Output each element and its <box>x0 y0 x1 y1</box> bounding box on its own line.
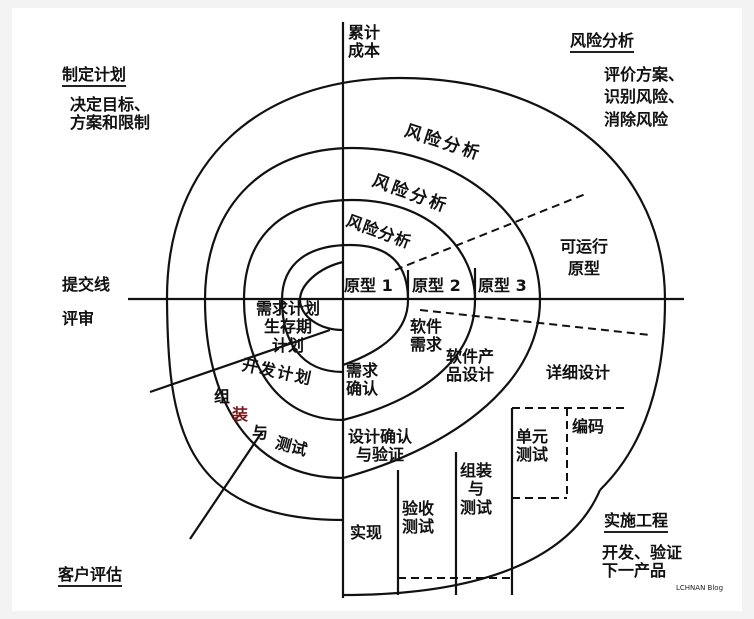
assembly-plan-2: 装 <box>232 405 249 424</box>
quadrant-plan-title: 制定计划 <box>62 65 127 88</box>
axis-top-label: 累计 成本 <box>348 23 381 61</box>
customer-evaluation-label: 客户评估 <box>58 565 123 588</box>
evaluation-line-2 <box>149 328 331 394</box>
axis-left-label-top: 提交线 <box>62 275 111 294</box>
quadrant-engineering-title: 实施工程 <box>604 511 669 534</box>
spiral-ring-outer <box>165 76 667 522</box>
spiral-ring-inner <box>280 243 410 374</box>
requirements-confirmation: 需求 确认 <box>346 361 379 399</box>
axis-left-label-bottom: 评审 <box>62 309 95 328</box>
prototype-2: 原型 2 <box>412 276 461 295</box>
coding: 编码 <box>572 417 605 436</box>
watermark: LCHNAN Blog <box>676 584 724 592</box>
quadrant-plan-text: 决定目标、 方案和限制 <box>70 95 151 133</box>
evaluation-line-1 <box>189 431 263 540</box>
design-verification: 设计确认 与验证 <box>348 427 413 465</box>
implementation: 实现 <box>350 523 383 542</box>
spiral-ring-second <box>242 198 477 422</box>
assembly-plan-3: 与 <box>252 423 269 442</box>
spiral-start <box>298 260 344 332</box>
prototype-1: 原型 1 <box>344 276 393 295</box>
quadrant-risk-title: 风险分析 <box>570 31 635 54</box>
assembly-plan-1: 组 <box>214 387 231 406</box>
prototype-3: 原型 3 <box>478 276 527 295</box>
quadrant-engineering-text: 开发、验证 下一产品 <box>602 543 683 581</box>
detailed-design: 详细设计 <box>546 363 611 382</box>
diagram-sheet <box>12 8 742 611</box>
quadrant-risk-text: 评价方案、 识别风险、 消除风险 <box>604 65 685 129</box>
product-design: 软件产 品设计 <box>446 347 495 385</box>
runnable-prototype: 可运行 原型 <box>560 237 609 279</box>
spiral-ring-third <box>203 146 542 480</box>
integration-test: 组装 与 测试 <box>460 461 493 517</box>
software-requirements: 软件 需求 <box>410 317 443 355</box>
unit-test: 单元 测试 <box>516 427 549 465</box>
acceptance-test: 验收 测试 <box>402 499 435 537</box>
requirements-plan: 需求计划 生存期 计划 <box>256 299 321 355</box>
risk-dashed-line <box>394 192 589 271</box>
